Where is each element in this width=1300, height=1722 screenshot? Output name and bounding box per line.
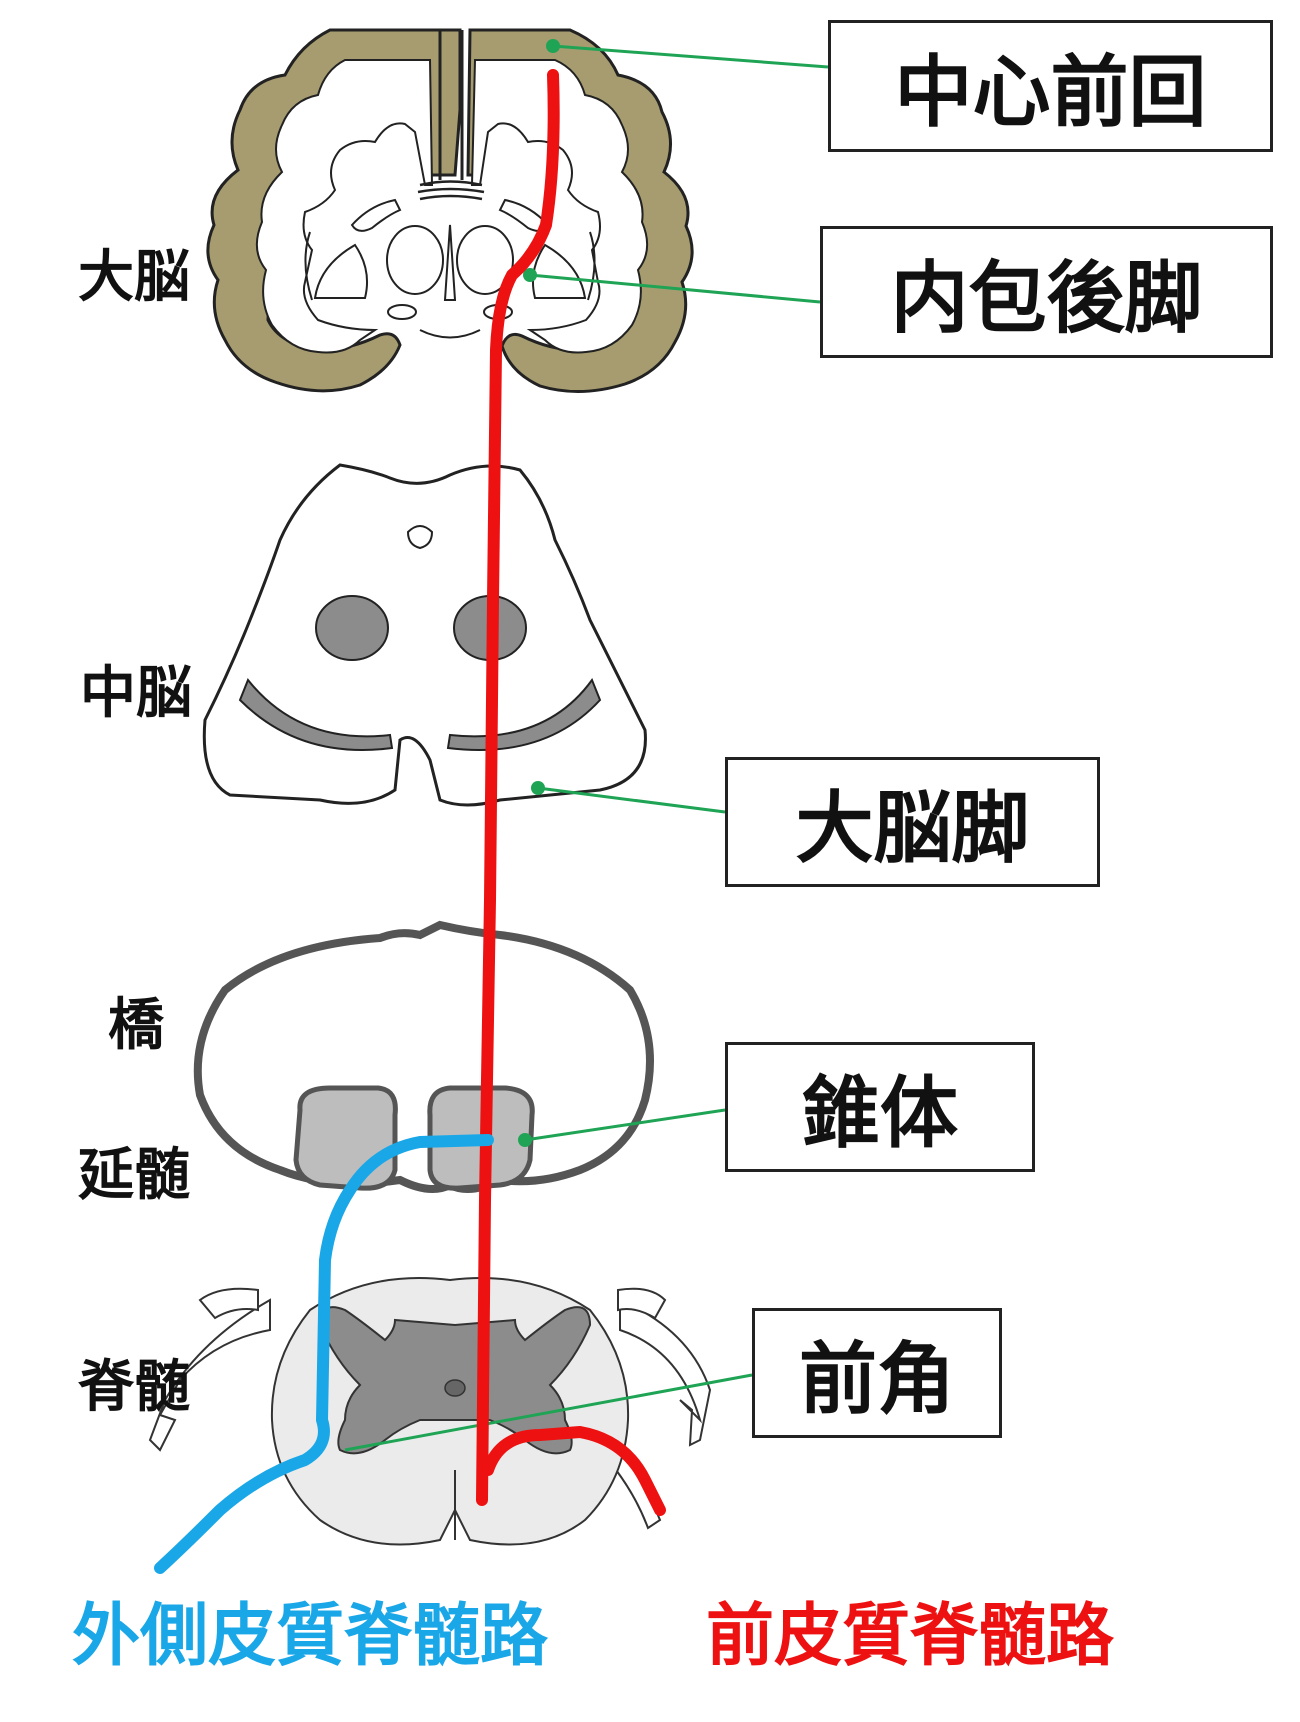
spinal-nerve-right: [619, 1298, 712, 1447]
lateral-corticospinal-tract: [154, 1134, 494, 1574]
anterior-tract-branch: [482, 1426, 666, 1516]
thalamus-left: [386, 225, 444, 295]
pointer-lines: [344, 39, 829, 1452]
callout-pyramid: 錐体: [725, 1042, 1035, 1172]
midbrain-outline: [202, 463, 647, 807]
callout-internal-capsule-posterior-limb: 内包後脚: [820, 226, 1273, 358]
claustrum-right: [587, 231, 596, 301]
label-cerebrum: 大脳: [78, 245, 190, 310]
dorsal-root-right: [617, 1287, 667, 1320]
callout-precentral-gyrus: 中心前回: [828, 20, 1273, 152]
substantia-nigra-right: [446, 677, 602, 751]
lateral-ventricle-left: [350, 198, 402, 232]
label-spinal-cord: 脊髄: [78, 1355, 190, 1420]
pointer-pyramid: [524, 1108, 726, 1142]
putamen-left: [313, 243, 368, 299]
pointer-dot-pyramid: [518, 1133, 532, 1147]
longitudinal-fissure: [438, 30, 464, 180]
anterior-corticospinal-tract: [476, 69, 560, 1506]
putamen-right: [532, 243, 587, 299]
third-ventricle: [443, 224, 457, 301]
pons-outline: [193, 920, 654, 1193]
dorsal-root-left: [198, 1287, 259, 1320]
subthalamic-left: [387, 304, 417, 320]
pons-medulla-section: [193, 920, 654, 1193]
legend-lateral-corticospinal-tract: 外側皮質脊髄路: [72, 1597, 549, 1676]
legend-anterior-corticospinal-tract: 前皮質脊髄路: [706, 1597, 1115, 1676]
tracts: [154, 69, 666, 1574]
pointer-anterior-horn: [344, 1373, 753, 1452]
cerebral-white-matter: [255, 59, 434, 354]
midbrain-section: [202, 463, 647, 807]
label-midbrain: 中脳: [80, 661, 192, 726]
pointer-cerebral-peduncle: [537, 786, 726, 814]
callout-anterior-horn: 前角: [752, 1308, 1002, 1438]
mammillary-area: [419, 329, 481, 339]
cerebral-white-matter-right: [470, 59, 649, 354]
central-canal: [444, 1379, 466, 1397]
cerebral-aqueduct: [406, 525, 434, 550]
pyramid-left: [293, 1085, 398, 1191]
pointer-internal-capsule: [529, 273, 821, 304]
corpus-callosum: [417, 180, 485, 201]
pointer-precentral-gyrus: [552, 44, 829, 69]
label-pons: 橋: [108, 993, 164, 1058]
callout-cerebral-peduncle: 大脳脚: [725, 757, 1100, 887]
pointer-dot-internal-capsule: [523, 268, 537, 282]
spinal-nerve-left: [148, 1298, 271, 1452]
substantia-nigra-left: [238, 678, 394, 751]
red-nucleus-left: [315, 595, 389, 661]
cerebrum-section: [206, 28, 694, 393]
claustrum-left: [304, 231, 313, 301]
thalamus-right: [456, 225, 514, 295]
pointer-dot-cerebral-peduncle: [531, 781, 545, 795]
pointer-dot-precentral-gyrus: [546, 39, 560, 53]
label-medulla: 延髄: [78, 1143, 190, 1208]
